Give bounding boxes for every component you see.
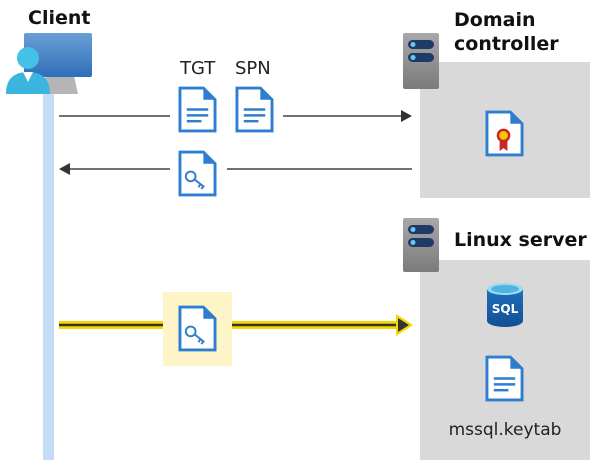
- linux-server-icon: [403, 218, 439, 272]
- domain-controller-label: Domain controller: [454, 8, 559, 56]
- request-arrow: [59, 110, 412, 122]
- client-label: Client: [28, 7, 91, 29]
- service-ticket-key-document-icon: [178, 150, 217, 197]
- sql-icon-text: SQL: [492, 302, 519, 316]
- certificate-document-icon: [485, 110, 524, 157]
- domain-controller-server-icon: [403, 33, 439, 89]
- response-arrow: [59, 163, 412, 175]
- service-ticket-arrow: [59, 314, 413, 336]
- tgt-document-icon: [178, 86, 217, 133]
- linux-server-label: Linux server: [454, 229, 587, 251]
- domain-controller-label-line2: controller: [454, 33, 559, 55]
- tgt-label: TGT: [180, 58, 216, 79]
- spn-document-icon: [235, 86, 274, 133]
- keytab-label: mssql.keytab: [448, 420, 562, 440]
- spn-label: SPN: [235, 58, 271, 79]
- service-ticket-key-document-icon-highlighted: [178, 305, 217, 352]
- client-lifeline: [43, 78, 54, 460]
- sql-database-icon: SQL: [487, 283, 523, 327]
- domain-controller-label-line1: Domain: [454, 9, 536, 31]
- keytab-document-icon: [485, 355, 524, 402]
- client-computer-user-icon: [4, 32, 94, 96]
